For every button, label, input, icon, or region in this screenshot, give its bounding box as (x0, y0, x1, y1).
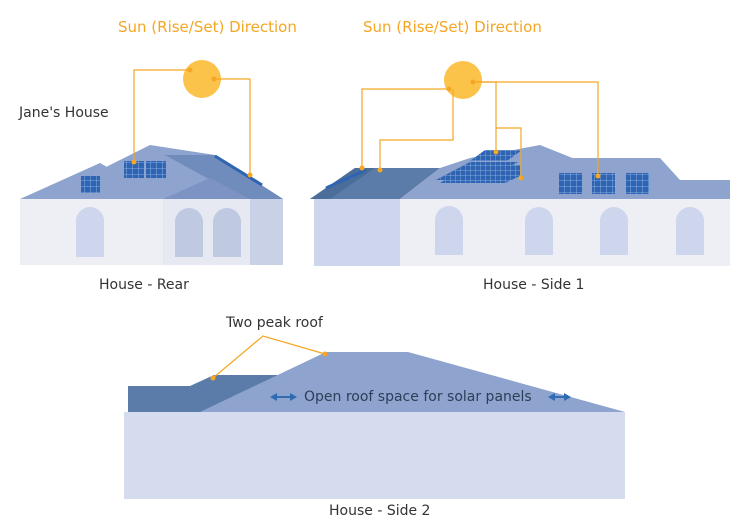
leader-dot (211, 76, 217, 82)
rear-window (76, 207, 104, 257)
sun-icon (183, 60, 221, 98)
house-rear-caption: House - Rear (99, 277, 189, 293)
side1-roof-left-shade (310, 168, 375, 199)
rear-roof-dark-slope (165, 155, 283, 199)
side1-window (435, 206, 463, 255)
two-peak-roof-label: Two peak roof (226, 315, 323, 331)
solar-panel-icon (626, 173, 649, 194)
janes-house-label: Jane's House (19, 105, 109, 121)
leader-dot (247, 172, 253, 178)
solar-panel-icon (440, 165, 505, 183)
sun-direction-label-rear: Sun (Rise/Set) Direction (118, 18, 297, 36)
leader-dot (210, 375, 216, 381)
side1-roof-left (310, 168, 440, 199)
open-roof-space-label: Open roof space for solar panels (304, 389, 532, 405)
side1-wall-left (314, 199, 400, 266)
leader-dot (470, 79, 476, 85)
sun-leader-line (379, 90, 454, 170)
leader-dot (131, 159, 137, 165)
side2-roof-front (200, 352, 625, 412)
leader-dot (518, 175, 524, 181)
two-peak-leader-line (212, 335, 326, 379)
leader-dot (187, 67, 193, 73)
rear-window (175, 208, 203, 257)
solar-panel-icon (124, 161, 144, 178)
leader-dot (595, 173, 601, 179)
sun-leader-line (361, 88, 449, 168)
sun-icon (444, 61, 482, 99)
leader-dot (322, 351, 328, 357)
sun-direction-label-side1: Sun (Rise/Set) Direction (363, 18, 542, 36)
solar-panel-icon (592, 173, 615, 194)
solar-panel-icon (81, 176, 100, 193)
solar-panel-icon (146, 161, 166, 178)
sun-leader-line (133, 69, 190, 162)
leader-dot (359, 165, 365, 171)
solar-panel-icon (559, 173, 582, 194)
house-rear (20, 60, 283, 265)
solar-panel-icon (470, 150, 522, 161)
house-side-1 (310, 61, 730, 266)
sun-leader-line (478, 81, 599, 176)
solar-panel-icon (475, 165, 520, 183)
rear-window (213, 208, 241, 257)
side1-window (525, 207, 553, 255)
rear-roof-edge-panel (214, 154, 263, 187)
rear-roof-right-gable (163, 178, 250, 199)
leader-dot (446, 86, 452, 92)
sun-leader-line (496, 127, 522, 178)
side2-wall (124, 412, 625, 499)
house-side1-caption: House - Side 1 (483, 277, 585, 293)
side1-roof-edge-panel (325, 168, 367, 190)
double-arrow-icon (270, 393, 297, 401)
side1-window (676, 207, 704, 255)
house-side2-caption: House - Side 2 (329, 503, 431, 519)
double-arrow-icon (548, 393, 571, 401)
rear-wall-shadow (250, 199, 283, 265)
side1-window (600, 207, 628, 255)
house-side-2 (124, 335, 625, 499)
sun-leader-line (214, 78, 251, 175)
leader-dot (493, 149, 499, 155)
leader-dot (377, 167, 383, 173)
side2-roof-back (128, 375, 300, 412)
